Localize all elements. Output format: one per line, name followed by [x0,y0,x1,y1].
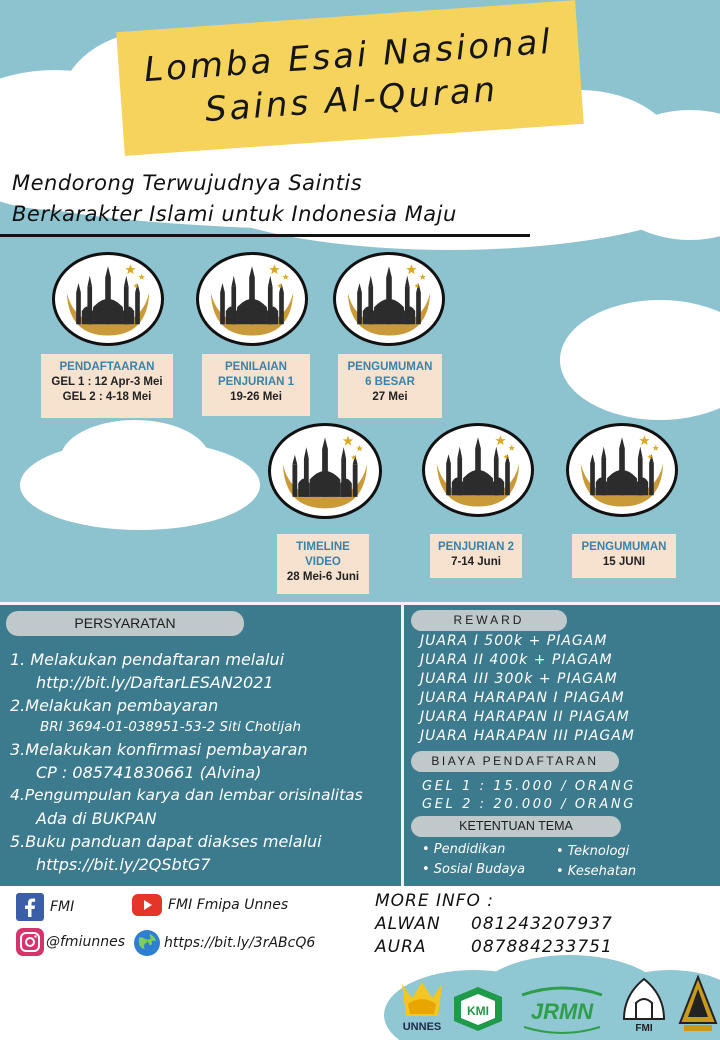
website-link[interactable]: https://bit.ly/3rABcQ6 [132,928,315,958]
themes-right: • Teknologi • Kesehatan [556,842,636,882]
instagram-label: @fmiunnes [46,934,125,950]
requirement-item: 2.Melakukan pembayaran [10,696,219,715]
cloud [0,140,720,230]
fees-list: GEL 1 : 15.000 / ORANG GEL 2 : 20.000 / … [422,778,636,814]
timeline-date: GEL 1 : 12 Apr-3 Mei [51,376,163,388]
timeline-judging-2: PENJURIAN 2 7-14 Juni [430,534,522,578]
timeline-title: PENILAIAN [225,361,287,373]
theme-item: • Kesehatan [556,864,637,879]
divider [401,605,404,886]
divider [0,602,720,605]
timeline-title: TIMELINE [296,541,350,553]
cloud [60,420,210,500]
requirement-item: Ada di BUKPAN [36,809,157,828]
instagram-icon [16,928,44,956]
cloud [560,300,720,420]
contact-name: ALWAN [375,914,441,934]
theme-item: • Pendidikan [422,842,506,857]
requirement-item: 1. Melakukan pendaftaran melalui [10,650,285,669]
contact-name: AURA [375,937,427,957]
fmi-logo: FMI [614,975,674,1037]
guidebook-link[interactable]: https://bit.ly/2QSbtG7 [36,855,211,874]
timeline-announcement-final: PENGUMUMAN 15 JUNI [572,534,676,578]
requirement-item: 4.Pengumpulan karya dan lembar orisinali… [10,786,363,804]
facebook-link[interactable]: FMI [16,893,74,921]
more-info-heading: MORE INFO : [375,891,495,911]
themes-heading: KETENTUAN TEMA [411,816,621,837]
reward-item: JUARA HARAPAN I PIAGAM [420,690,625,706]
unnes-logo: UNNES [398,978,446,1038]
kmi-label: KMI [467,1004,489,1018]
hero-section: Lomba Esai Nasional Sains Al-Quran Mendo… [0,0,720,602]
fee-item: GEL 2 : 20.000 / ORANG [422,797,636,812]
jrmn-label: JRMN [531,999,594,1024]
facebook-label: FMI [50,899,75,915]
timeline-registration: PENDAFTAARAN GEL 1 : 12 Apr-3 Mei GEL 2 … [41,354,173,418]
contact-row: AURA 087884233751 [375,936,613,959]
timeline-title: PENJURIAN 1 [217,376,295,388]
theme-item: • Sosial Budaya [422,862,526,877]
requirements-list: 1. Melakukan pendaftaran melalui http://… [10,648,402,876]
timeline-title: 6 BESAR [365,376,415,388]
timeline-date: 28 Mei-6 Juni [286,571,360,583]
timeline-judging-1: PENILAIAN PENJURIAN 1 19-26 Mei [202,354,310,416]
contact-person: CP : 085741830661 (Alvina) [36,763,262,782]
timeline-video: TIMELINE VIDEO 28 Mei-6 Juni [277,534,369,594]
requirement-item: 5.Buku panduan dapat diakses melalui [10,832,322,851]
youtube-icon [132,894,162,916]
contact-phone: 081243207937 [471,914,613,934]
fee-item: GEL 1 : 15.000 / ORANG [422,779,636,794]
timeline-date: 27 Mei [372,391,408,403]
timeline-title: VIDEO [305,556,341,568]
timeline-announcement-6: PENGUMUMAN 6 BESAR 27 Mei [338,354,442,418]
mosque-icon [333,252,445,346]
reward-heading: REWARD [411,610,567,631]
timeline-date: 19-26 Mei [230,391,282,403]
reward-item: JUARA HARAPAN III PIAGAM [420,728,635,744]
requirements-heading: PERSYARATAN [6,611,244,636]
instagram-link[interactable]: @fmiunnes [16,928,125,956]
tagline: Mendorong Terwujudnya Saintis Berkarakte… [12,168,532,230]
timeline-title: PENGUMUMAN [581,541,667,553]
mosque-icon [566,423,678,517]
mosque-icon [268,423,382,519]
website-label: https://bit.ly/3rABcQ6 [164,935,316,951]
reward-item: JUARA HARAPAN II PIAGAM [420,709,630,725]
globe-icon [134,930,160,956]
tagline-line-1: Mendorong Terwujudnya Saintis [12,171,363,195]
reward-item: JUARA II 400k + PIAGAM [420,652,613,668]
timeline-date: 15 JUNI [602,556,646,568]
timeline-date: GEL 2 : 4-18 Mei [62,391,152,403]
facebook-icon [16,893,44,921]
bank-account: BRI 3694-01-038951-53-2 Siti Chotijah [40,719,302,735]
fmi-label: FMI [635,1023,652,1034]
timeline-title: PENJURIAN 2 [437,541,515,553]
registration-link[interactable]: http://bit.ly/DaftarLESAN2021 [36,673,274,692]
mosque-icon [422,423,534,517]
themes-left: • Pendidikan • Sosial Budaya [422,840,525,880]
tagline-line-2: Berkarakter Islami untuk Indonesia Maju [12,202,457,226]
more-info: MORE INFO : ALWAN 081243207937 AURA 087884… [375,890,613,959]
theme-item: • Teknologi [556,844,630,859]
tagline-underline [0,234,530,237]
reward-item: JUARA I 500k + PIAGAM [420,633,608,649]
fees-heading: BIAYA PENDAFTARAN [411,751,619,772]
jrmn-logo: JRMN [514,985,610,1037]
timeline-title: PENDAFTAARAN [59,361,155,373]
requirement-item: 3.Melakukan konfirmasi pembayaran [10,740,308,759]
reward-item: JUARA III 300k + PIAGAM [420,671,618,687]
info-panel [0,602,720,886]
faculty-seal-logo [678,975,718,1037]
kmi-logo: KMI [450,985,506,1033]
contact-row: ALWAN 081243207937 [375,913,613,936]
youtube-link[interactable]: FMI Fmipa Unnes [132,894,288,916]
reward-list: JUARA I 500k + PIAGAM JUARA II 400k + PI… [420,632,635,746]
timeline-date: 7-14 Juni [451,556,501,568]
mosque-icon [196,252,308,346]
unnes-label: UNNES [403,1021,442,1033]
contact-phone: 087884233751 [471,937,613,957]
mosque-icon [52,252,164,346]
timeline-title: PENGUMUMAN [347,361,433,373]
youtube-label: FMI Fmipa Unnes [168,897,289,913]
